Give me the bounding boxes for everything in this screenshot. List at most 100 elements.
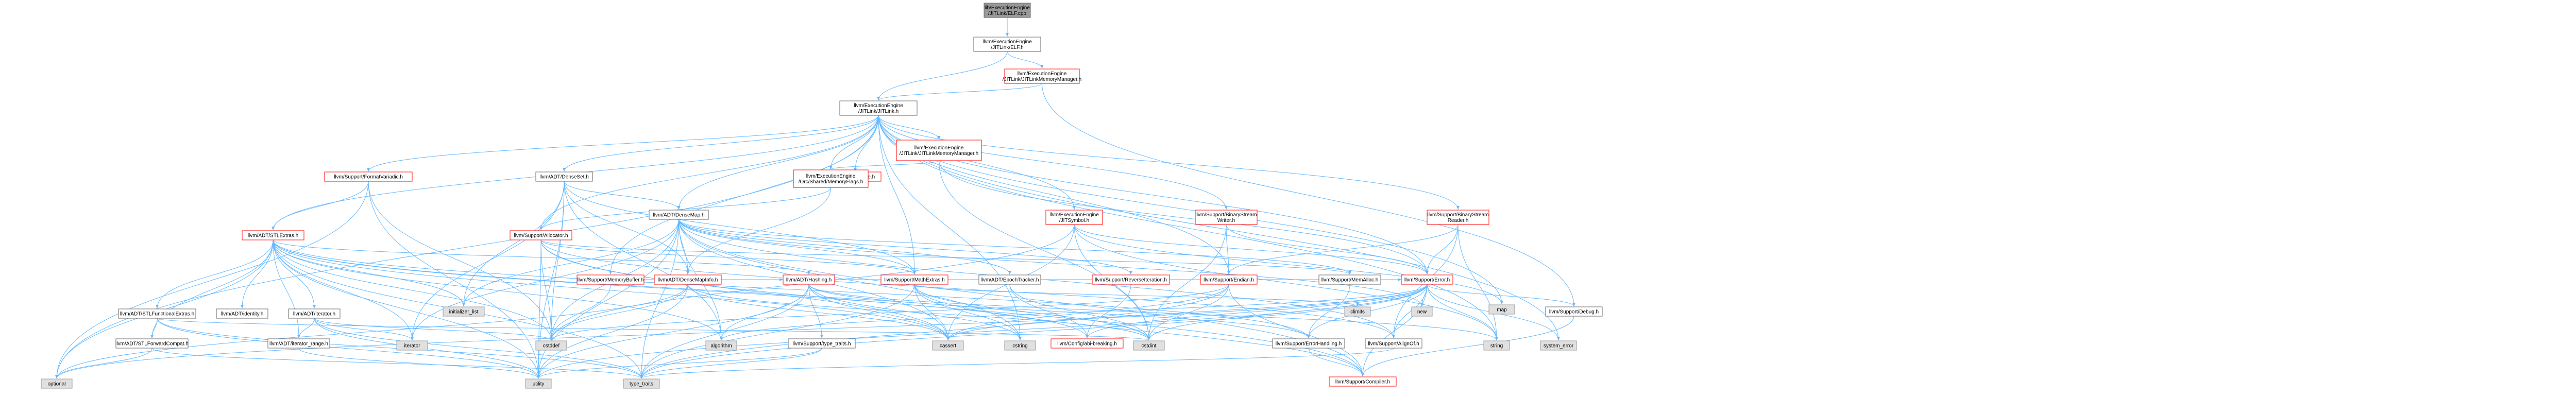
node-reverseiter[interactable]: llvm/Support/ReverseIteration.h — [1092, 274, 1170, 285]
edge-jitlinkh-to-densesetH — [563, 115, 879, 172]
node-densemapH[interactable]: llvm/ADT/DenseMap.h — [649, 210, 709, 220]
node-box — [510, 230, 572, 240]
node-densesetH[interactable]: llvm/ADT/DenseSet.h — [535, 171, 593, 182]
node-label: llvm/ExecutionEngine — [914, 145, 964, 151]
node-jitlinkmem[interactable]: llvm/ExecutionEngine/JITLink/JITLinkMemo… — [1003, 68, 1081, 84]
node-root[interactable]: lib/ExecutionEngine/JITLink/ELF.cpp — [984, 3, 1031, 18]
node-sharedmem[interactable]: llvm/ExecutionEngine/Orc/Shared/MemoryFl… — [793, 169, 869, 188]
edge-jitlinkmem-to-jitlinkh — [877, 83, 1042, 101]
node-alignof[interactable]: llvm/Support/AlignOf.h — [1365, 338, 1422, 349]
node-errorH[interactable]: llvm/Support/Error.h — [1401, 274, 1453, 285]
node-s_climits: climits — [1344, 306, 1371, 317]
edge-stlextras-to-identityH — [241, 239, 274, 309]
node-typetraitsS[interactable]: llvm/Support/type_traits.h — [788, 338, 856, 349]
edge-jitlinkh-to-densemapH — [677, 115, 879, 210]
node-label: llvm/Support/type_traits.h — [793, 341, 851, 347]
node-s_cstddef: cstddef — [535, 340, 567, 351]
edge-bswriter-to-s_cstdint — [1147, 224, 1227, 341]
node-jitlinkh[interactable]: llvm/ExecutionEngine/JITLink/JITLink.h — [839, 100, 918, 116]
node-mathextras[interactable]: llvm/Support/MathExtras.h — [880, 274, 948, 285]
edge-hashing-to-typetraitsS — [808, 284, 823, 339]
edge-densesetH-to-densemapinfo — [564, 181, 689, 275]
node-box — [839, 100, 918, 116]
node-stlforward[interactable]: llvm/ADT/STLForwardCompat.h — [115, 338, 189, 349]
node-configbreaking[interactable]: llvm/Config/abi-breaking.h — [1050, 338, 1124, 349]
node-iteratorH[interactable]: llvm/ADT/iterator.h — [288, 308, 341, 319]
node-compilerH[interactable]: llvm/Support/Compiler.h — [1329, 376, 1397, 387]
edge-jitlinkh-to-mathextras — [878, 115, 916, 275]
node-label: algorithm — [710, 343, 732, 349]
node-s_syserror: system_error — [1540, 340, 1577, 351]
node-box — [649, 210, 709, 220]
node-label: llvm/Support/Debug.h — [1549, 309, 1599, 315]
node-s_algorithm: algorithm — [705, 340, 737, 351]
node-box — [525, 378, 552, 389]
node-box — [1488, 304, 1515, 315]
node-hashing[interactable]: llvm/ADT/Hashing.h — [783, 274, 835, 285]
node-label: cstdint — [1142, 343, 1157, 349]
node-s_cassert: cassert — [932, 340, 964, 351]
edge-bswriter-to-errorH — [1226, 224, 1429, 275]
node-label: llvm/Support/MemAlloc.h — [1321, 278, 1379, 283]
node-identityH[interactable]: llvm/ADT/identity.h — [216, 308, 268, 319]
node-box — [783, 274, 835, 285]
node-label: llvm/Support/FormatVariadic.h — [334, 175, 403, 180]
node-elfh[interactable]: llvm/ExecutionEngine/JITLink/ELF.h — [973, 37, 1041, 52]
node-densemapinfo[interactable]: llvm/ADT/DenseMapInfo.h — [654, 274, 722, 285]
node-label: llvm/Support/Endian.h — [1204, 278, 1254, 283]
edge-errorhandling-to-compilerH — [1308, 348, 1364, 377]
edge-jitlinkmem2-to-errorH — [939, 160, 1429, 275]
edge-stlforward-to-s_typetraits — [151, 348, 643, 379]
edge-stlextras-to-s_cstdint — [273, 239, 1150, 341]
edge-errorH-to-compilerH — [1361, 284, 1428, 377]
node-iterrange[interactable]: llvm/ADT/iterator_range.h — [267, 338, 330, 349]
edge-formatvariadic-to-s_utility — [368, 181, 540, 379]
edge-stlforward-to-s_optional — [55, 348, 152, 379]
node-epochtracker[interactable]: llvm/ADT/EpochTracker.h — [978, 274, 1041, 285]
edge-iteratorH-to-s_cstddef — [314, 318, 553, 341]
node-label: llvm/ADT/STLFunctionalExtras.h — [120, 312, 195, 317]
edge-mathextras-to-compilerH — [914, 284, 1364, 377]
node-label: type_traits — [630, 382, 653, 387]
edge-hashing-to-errorhandling — [808, 284, 1310, 339]
node-stlfunctional[interactable]: llvm/ADT/STLFunctionalExtras.h — [118, 308, 196, 319]
edge-errorH-to-s_optional — [55, 284, 1428, 379]
edge-errorH-to-s_algorithm — [720, 284, 1428, 341]
node-label: Reader.h — [1448, 218, 1469, 223]
node-memalloc[interactable]: llvm/Support/MemAlloc.h — [1318, 274, 1381, 285]
edge-stlextras-to-s_cassert — [273, 239, 950, 341]
node-jitlinkmem2[interactable]: llvm/ExecutionEngine/JITLink/JITLinkMemo… — [896, 140, 982, 161]
node-label: llvm/Support/Error.h — [1404, 278, 1450, 283]
edge-densemapinfo-to-s_cstddef — [550, 284, 688, 341]
edge-stlfunctional-to-stlforward — [150, 318, 158, 339]
node-debugH[interactable]: llvm/Support/Debug.h — [1545, 306, 1603, 317]
edge-jitlinkh-to-bswriter — [878, 115, 1228, 210]
node-box — [623, 378, 660, 389]
node-allocator[interactable]: llvm/Support/Allocator.h — [510, 230, 572, 240]
node-label: llvm/Support/AlignOf.h — [1368, 341, 1419, 347]
edge-densemapinfo-to-s_cstdint — [687, 284, 1150, 341]
edge-densemapinfo-to-s_utility — [537, 284, 688, 379]
node-label: llvm/ExecutionEngine — [1018, 71, 1067, 77]
node-formatvariadic[interactable]: llvm/Support/FormatVariadic.h — [324, 171, 413, 182]
node-memorybuffer[interactable]: llvm/Support/MemoryBuffer.h — [577, 274, 645, 285]
node-box — [932, 340, 964, 351]
node-box — [288, 308, 341, 319]
node-label: llvm/Config/abi-breaking.h — [1057, 341, 1117, 347]
edge-errorH-to-configbreaking — [1086, 284, 1428, 339]
edge-bsreader-to-errorH — [1426, 224, 1459, 275]
node-stlextras[interactable]: llvm/ADT/STLExtras.h — [242, 230, 304, 240]
edge-jitsymbol-to-s_string — [1074, 224, 1498, 341]
edge-mathextras-to-s_typetraits — [640, 284, 915, 379]
edge-stlextras-to-s_initlist — [273, 239, 465, 307]
node-endian[interactable]: llvm/Support/Endian.h — [1200, 274, 1258, 285]
node-label: llvm/Support/ErrorHandling.h — [1276, 341, 1342, 347]
node-label: initializer_list — [449, 309, 479, 315]
node-jitsymbol[interactable]: llvm/ExecutionEngine/JITSymbol.h — [1045, 210, 1103, 225]
node-errorhandling[interactable]: llvm/Support/ErrorHandling.h — [1272, 338, 1345, 349]
node-s_cstring: cstring — [1004, 340, 1036, 351]
edge-jitlinkh-to-jitsymbol — [878, 115, 1076, 210]
